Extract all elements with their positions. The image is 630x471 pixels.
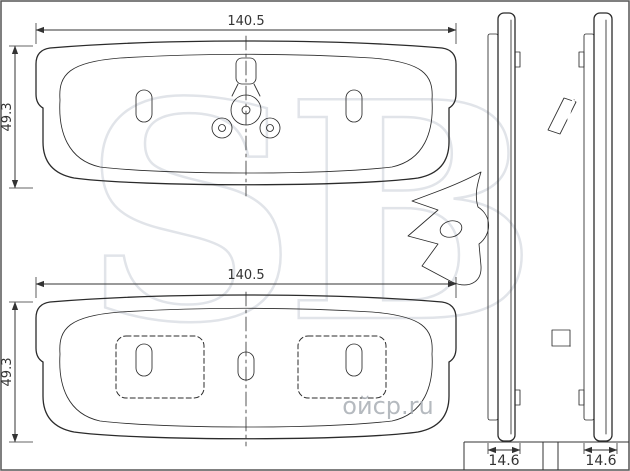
dimension-label-bottom-width: 140.5	[227, 268, 264, 283]
slot-left	[135, 89, 153, 123]
wear-indicator-clip	[407, 171, 490, 286]
side-view-right	[578, 12, 613, 442]
dimension-label-thickness-left: 14.6	[488, 453, 519, 469]
backing-plate-left	[497, 12, 516, 442]
dimension-top-width: 140.5	[35, 14, 457, 44]
dimension-top-height: 49.3	[0, 45, 33, 189]
dimension-label-top-width: 140.5	[227, 14, 264, 29]
dimension-thickness-left: 14.6	[487, 443, 521, 469]
hidden-outline-left	[115, 335, 205, 399]
side-view-left	[487, 12, 521, 442]
tab-bottom-left	[514, 389, 521, 406]
thickness-table-frame	[463, 441, 629, 470]
anti-rattle-spring	[547, 97, 577, 348]
pad-rear-view	[35, 291, 457, 447]
slot-left-rear	[135, 343, 153, 377]
pad-front-view	[35, 35, 457, 197]
slot-right-rear	[345, 343, 363, 377]
spring-top-clip	[547, 97, 577, 135]
dimension-bottom-height: 49.3	[0, 301, 33, 443]
slot-right	[345, 89, 363, 123]
dimension-label-thickness-right: 14.6	[585, 453, 616, 469]
dimension-thickness-right: 14.6	[583, 443, 618, 469]
dimension-label-bottom-height: 49.3	[0, 358, 15, 387]
spring-bottom-clip	[551, 329, 571, 347]
dimension-bottom-width: 140.5	[35, 268, 457, 298]
tab-top-right	[578, 51, 585, 68]
tab-top-left	[514, 51, 521, 68]
tab-bottom-right	[578, 389, 585, 406]
brand-emblem-watermark-icon: SB	[82, 36, 524, 389]
backing-plate-right	[593, 12, 613, 442]
hidden-outline-right	[297, 335, 387, 399]
site-watermark: ойср.ru	[342, 392, 433, 420]
dimension-label-top-height: 49.3	[0, 103, 15, 132]
